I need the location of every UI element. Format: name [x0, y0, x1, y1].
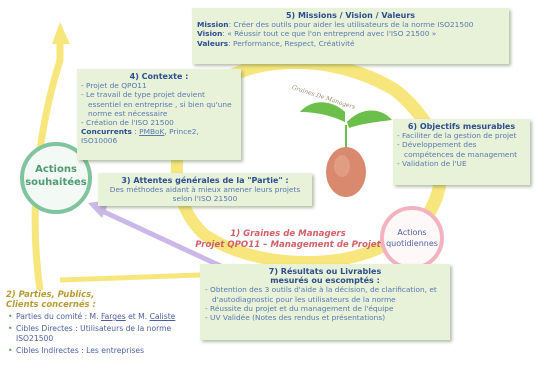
- parties-title: 2) Parties, Publics, Clients concernés :: [6, 289, 186, 309]
- parties-comite-name1: Farges: [100, 312, 126, 321]
- contexte-box: 4) Contexte : Projet de QPO11 Le travail…: [77, 69, 241, 160]
- seed-logo-icon: [300, 102, 392, 197]
- vision-text: : « Réussir tout ce que l'on entreprend …: [222, 29, 437, 39]
- parties-item: • Cibles Indirectes : Les entreprises: [8, 346, 186, 356]
- actions-souhaitees-line1: Actions: [35, 164, 77, 175]
- resultats-list: Obtention des 3 outils d'aide à la décis…: [205, 285, 445, 322]
- actions-quotidiennes-label: Actions quotidiennes: [382, 227, 442, 249]
- parties-title-line2: Clients concernés :: [6, 299, 96, 309]
- concurrent-iso10006: ISO10006: [81, 136, 118, 146]
- mission-text: : Créer des outils pour aider les utilis…: [228, 20, 474, 30]
- actions-quotidiennes-line1: Actions: [397, 228, 427, 237]
- attentes-box: 3) Attentes générales de la "Partie" : D…: [98, 173, 312, 206]
- resultats-title-line1: 7) Résultats ou Livrables: [268, 267, 382, 276]
- contexte-title: 4) Contexte :: [129, 72, 189, 81]
- parties-section: 2) Parties, Publics, Clients concernés :…: [6, 289, 186, 356]
- objectifs-box: 6) Objectifs mesurables Faciliter de la …: [393, 119, 530, 185]
- concurrent-pmbok: PMBoK: [139, 127, 165, 137]
- parties-list: • Parties du comité : M. Farges et M. Ca…: [6, 312, 186, 356]
- missions-box: 5) Missions / Vision / Valeurs Mission: …: [192, 8, 509, 64]
- resultats-box: 7) Résultats ou Livrables mesurés ou esc…: [200, 264, 450, 340]
- center-title: 1) Graines de Managers Projet QPO11 – Ma…: [188, 229, 388, 251]
- bullet-icon: •: [8, 346, 13, 355]
- parties-indirectes: Cibles Indirectes : Les entreprises: [16, 346, 145, 355]
- attentes-text: Des méthodes aidant à mieux amener leurs…: [109, 185, 301, 204]
- actions-souhaitees-label: Actions souhaitées: [20, 163, 92, 189]
- resultat-item: UV Validée (Notes des rendus et présenta…: [205, 313, 445, 322]
- resultat-item: Réussite du projet et du management de l…: [205, 304, 445, 313]
- parties-title-line1: 2) Parties, Publics,: [6, 289, 95, 299]
- missions-title: 5) Missions / Vision / Valeurs: [285, 11, 416, 20]
- objectif-item: Validation de l'UE: [397, 159, 526, 168]
- objectif-item: Faciliter de la gestion de projet: [397, 131, 526, 140]
- parties-directes: Cibles Directes : Utilisateurs de la nor…: [16, 324, 172, 343]
- vision-label: Vision: [197, 29, 223, 39]
- objectifs-list: Faciliter de la gestion de projet Dévelo…: [397, 131, 526, 168]
- parties-item: • Parties du comité : M. Farges et M. Ca…: [8, 312, 186, 322]
- contexte-list: Projet de QPO11 Le travail de type proje…: [81, 81, 237, 127]
- center-title-line1: 1) Graines de Managers: [230, 229, 346, 239]
- bullet-icon: •: [8, 312, 13, 321]
- contexte-item: Le travail de type projet devient essent…: [81, 90, 237, 118]
- center-title-line2: Projet QPO11 – Management de Projet: [195, 240, 381, 250]
- concurrent-prince2: Prince2: [169, 127, 197, 137]
- contexte-item: Création de l'ISO 21500: [81, 118, 237, 127]
- contexte-item: Projet de QPO11: [81, 81, 237, 90]
- parties-item: • Cibles Directes : Utilisateurs de la n…: [8, 324, 186, 344]
- objectifs-title: 6) Objectifs mesurables: [407, 122, 516, 131]
- parties-comite-name2: Caliste: [149, 312, 176, 321]
- resultats-title-line2: mesurés ou escomptés :: [270, 276, 380, 286]
- mission-label: Mission: [197, 20, 229, 30]
- left-vertical-arrowhead: [52, 22, 70, 44]
- bullet-icon: •: [8, 324, 13, 333]
- actions-quotidiennes-line2: quotidiennes: [386, 239, 438, 248]
- bottom-left-arrow: [59, 272, 201, 283]
- concurrents-line: Concurrents : PMBoK, Prince2, ISO10006: [81, 127, 199, 146]
- parties-comite-mid: et M.: [125, 312, 150, 321]
- actions-souhaitees-circle: [20, 142, 92, 214]
- objectif-item: Développement des compétences de managem…: [397, 140, 526, 158]
- actions-souhaitees-line2: souhaitées: [25, 177, 87, 188]
- parties-comite-prefix: Parties du comité : M.: [16, 312, 101, 321]
- concurrents-label: Concurrents: [81, 127, 132, 137]
- valeurs-label: Valeurs: [197, 38, 229, 48]
- attentes-title: 3) Attentes générales de la "Partie" :: [121, 176, 289, 185]
- resultat-item: Obtention des 3 outils d'aide à la décis…: [205, 285, 445, 303]
- valeurs-text: : Performance, Respect, Créativité: [228, 38, 355, 48]
- concurrents-separator: :: [131, 127, 140, 137]
